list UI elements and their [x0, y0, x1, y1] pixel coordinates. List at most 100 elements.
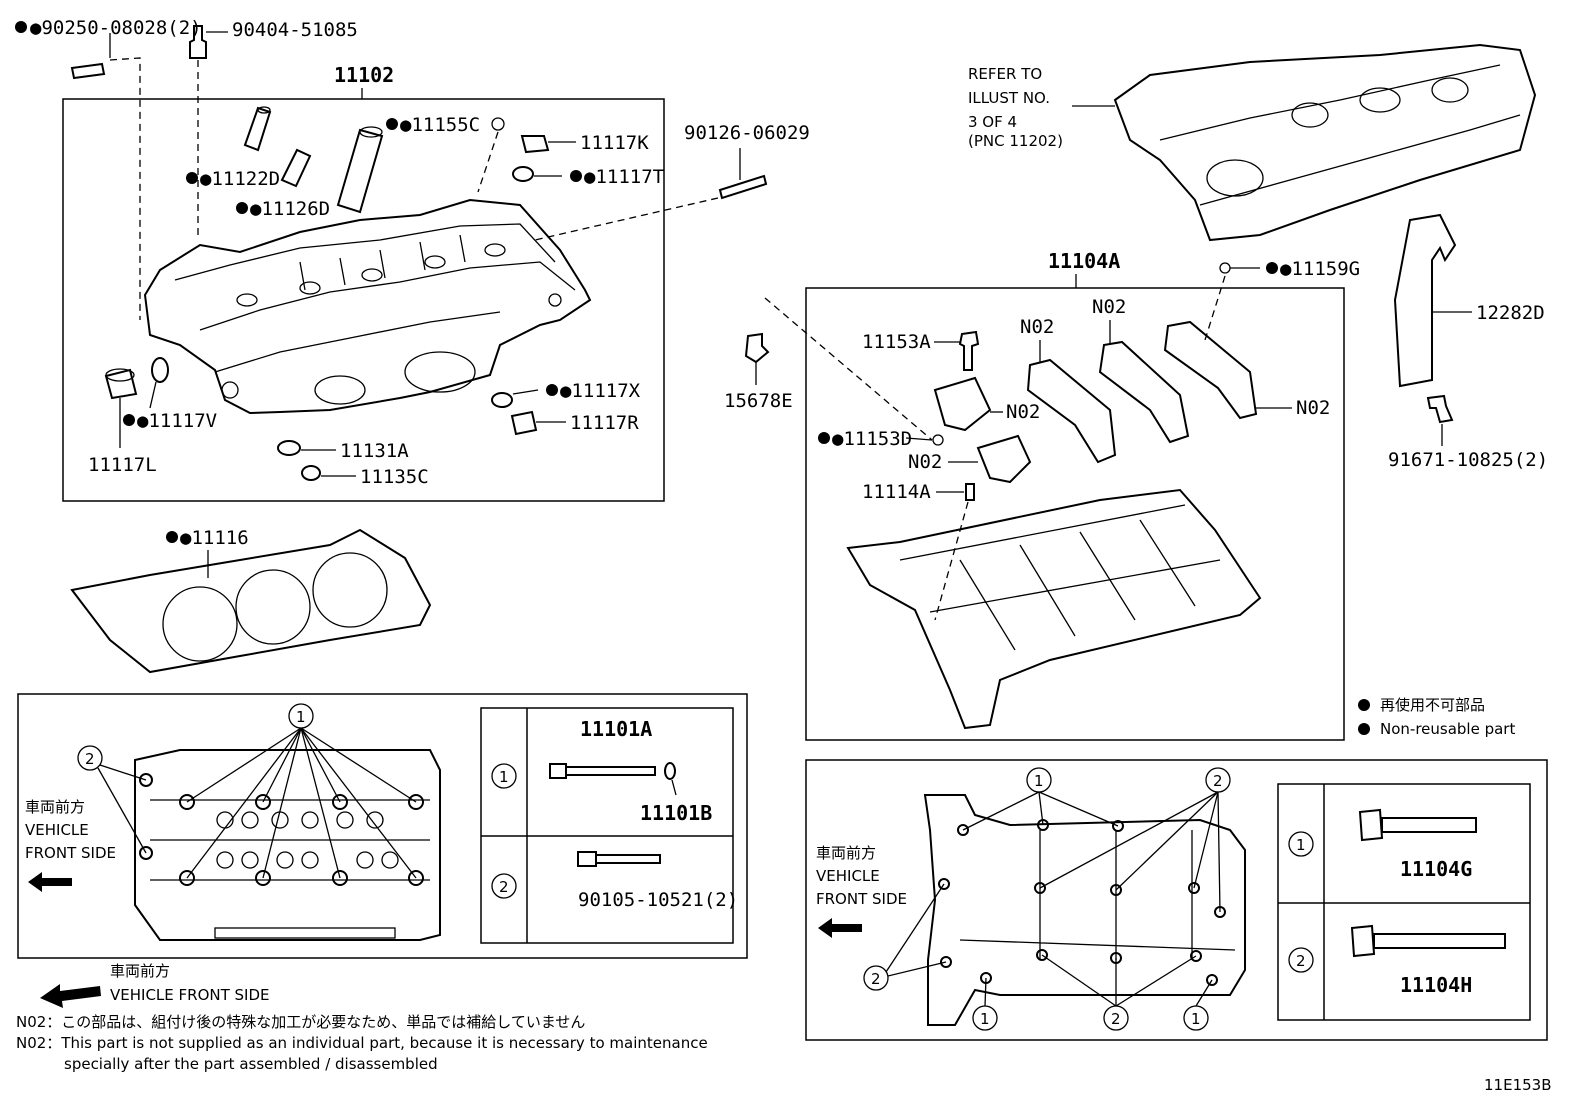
carrier-bolt-holes [938, 819, 1226, 986]
label-90404-51085: 90404-51085 [232, 19, 358, 41]
plug-15678E-icon [744, 332, 770, 364]
leader-line [1217, 791, 1221, 913]
refer-line-2: ILLUST NO. [968, 89, 1050, 107]
bolt-90105-icon [577, 851, 661, 867]
label-n02-a: N02 [1006, 401, 1040, 423]
note-en-2: specially after the part assembled / dis… [64, 1055, 438, 1073]
label-15678E: 15678E [724, 390, 793, 412]
leader-line [1039, 791, 1219, 889]
leader-line [984, 977, 987, 1007]
label-11104H: 11104H [1400, 973, 1472, 997]
callout-1-text: 1 [296, 708, 306, 726]
label-11117T: ●11117T [584, 166, 664, 188]
cam-cap-bridge-illustration [1026, 358, 1117, 464]
nonreusable-dot [15, 21, 27, 33]
nonreusable-dot [386, 118, 398, 130]
plug-top [105, 368, 135, 382]
callout-1-text: 1 [1034, 772, 1044, 790]
head-bolt-pattern-group: 車両前方 VEHICLE FRONT SIDE 1 [17, 693, 748, 1008]
label-n02-e: N02 [1296, 397, 1330, 419]
pin-icon [932, 434, 944, 446]
label-11117R: 11117R [570, 412, 639, 434]
callout-1-text: 1 [1296, 836, 1306, 854]
legend-jp: 再使用不可部品 [1380, 696, 1485, 714]
leader-line [905, 437, 933, 441]
bolt-11104G-icon [1358, 808, 1477, 842]
housing-hole [1206, 159, 1264, 197]
label-n02-d: N02 [1092, 296, 1126, 318]
bore-ring [235, 569, 311, 645]
nonreusable-dot [570, 170, 582, 182]
callout-1 [491, 763, 517, 789]
front-arrow-icon [28, 872, 72, 892]
cylinder-head-frame [62, 98, 665, 502]
nonreusable-dot [818, 432, 830, 444]
callout-2-text: 2 [1296, 952, 1306, 970]
callout-1 [1288, 831, 1314, 857]
cylinder-head-illustration [143, 198, 592, 415]
nonreusable-dot [186, 172, 198, 184]
bolt-hole-2 [139, 846, 153, 860]
bolt-91671-icon [1426, 394, 1454, 424]
label-12282D: 12282D [1476, 302, 1545, 324]
valve-guide-icon [243, 106, 272, 152]
label-11117K: 11117K [580, 132, 649, 154]
nonreusable-dot [236, 202, 248, 214]
leader-line [1041, 954, 1117, 1007]
head-bolt-frame [17, 693, 748, 959]
leader-line [1193, 791, 1219, 889]
leader-line [962, 791, 1040, 831]
bolt-holes-1 [179, 794, 424, 886]
plug-11117R-icon [510, 410, 538, 436]
leader-line [1115, 791, 1219, 891]
callout-1-lines [186, 727, 417, 879]
leader-line [149, 381, 157, 409]
legend-en: Non-reusable part [1380, 720, 1515, 738]
plug-icon [491, 117, 505, 131]
cam-cap-bridge-illustration [1163, 320, 1258, 420]
label-11153A: 11153A [862, 331, 931, 353]
bolt-table [480, 707, 734, 944]
cam-cap-bridge-illustration [1098, 340, 1190, 444]
label-11159G: ●11159G [1280, 258, 1360, 280]
label-90105-10521: 90105-10521(2) [578, 889, 738, 911]
callout-2-text: 2 [1213, 772, 1223, 790]
leader-line [97, 767, 147, 854]
front-vehicle-label-3: VEHICLE [816, 867, 880, 885]
leader-line [887, 961, 947, 977]
leader-line [885, 883, 945, 973]
label-11122D: ●11122D [200, 168, 280, 190]
label-11135C: 11135C [360, 466, 429, 488]
plug-11117L-icon [104, 368, 138, 400]
stud-bolt-icon [189, 25, 207, 59]
label-11104G: 11104G [1400, 857, 1472, 881]
label-n02-b: N02 [908, 451, 942, 473]
vehicle-front-side-label: VEHICLE FRONT SIDE [110, 986, 270, 1004]
plug-11131A-icon [277, 440, 301, 456]
callout-2 [863, 965, 889, 991]
label-11101B: 11101B [640, 801, 712, 825]
cam-housing-group: REFER TO ILLUST NO. 3 OF 4 (PNC 11202) 1… [724, 43, 1548, 741]
head-detail [214, 927, 396, 939]
gasket-11117T-icon [512, 166, 534, 182]
note-en-1: N02：This part is not supplied as an indi… [16, 1034, 708, 1052]
housing-hole [1291, 102, 1329, 128]
gasket-11117V-icon [151, 357, 169, 383]
pin-11114A-icon [965, 483, 975, 501]
frame-rail [899, 504, 1221, 613]
nonreusable-dot [1266, 262, 1278, 274]
head-gasket-group: ●11116 [70, 527, 432, 674]
label-n02-c: N02 [1020, 316, 1054, 338]
dowel-pin-icon [70, 62, 106, 80]
pin-icon [1219, 262, 1231, 274]
bore-ring [312, 552, 388, 628]
head-gasket-illustration [70, 528, 432, 674]
front-side-label-3: FRONT SIDE [816, 890, 907, 908]
label-11126D: ●11126D [250, 198, 330, 220]
callout-1-text: 1 [1191, 1010, 1201, 1028]
refer-line-1: REFER TO [968, 65, 1042, 83]
cam-cap-illustration [933, 376, 992, 432]
bolt-11153A-icon [958, 330, 980, 371]
note-jp: N02：この部品は、組付け後の特殊な加工が必要なため、単品では補給していません [16, 1013, 585, 1031]
head-bolt-11101A-icon [549, 763, 656, 779]
